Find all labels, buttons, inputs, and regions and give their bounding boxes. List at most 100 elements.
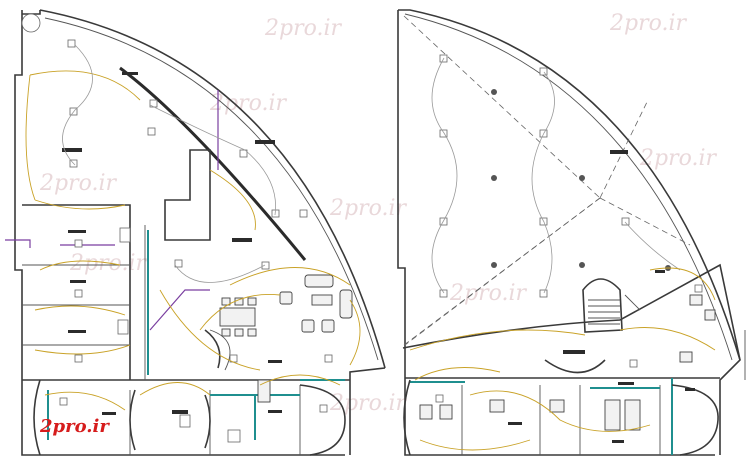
- wire: [419, 439, 531, 451]
- bay-window-left: [33, 379, 41, 456]
- light-fixture: [324, 354, 333, 363]
- light-fixture: [439, 129, 448, 138]
- light-fixture: [239, 149, 248, 158]
- wc-fixture: [439, 404, 453, 420]
- light-fixtures-left: [59, 39, 333, 413]
- ceiling-light: [491, 175, 497, 181]
- interior-wall-a: [22, 204, 131, 380]
- ceiling-light: [491, 262, 497, 268]
- wire: [159, 289, 261, 371]
- watermark-text: 2pro.ir: [329, 196, 407, 221]
- light-fixture: [439, 289, 448, 298]
- room-tag: [508, 422, 522, 425]
- room-tag: [62, 148, 82, 152]
- bed: [257, 379, 271, 403]
- left-top-wall: [22, 10, 41, 15]
- chair: [247, 297, 257, 306]
- wire: [619, 327, 716, 351]
- coffee-table: [311, 294, 333, 306]
- wire: [531, 71, 555, 294]
- room-tag: [70, 280, 86, 283]
- sofa: [304, 274, 334, 288]
- ceiling-dash: [599, 99, 649, 199]
- dining-table: [219, 307, 256, 327]
- room-tag: [68, 230, 86, 233]
- light-fixture: [629, 359, 638, 368]
- watermark-text: 2pro.ir: [69, 251, 147, 276]
- wc-fixture: [179, 414, 191, 428]
- watermark-text: 2pro.ir: [264, 16, 342, 41]
- conference-table: [604, 399, 621, 431]
- wire: [34, 305, 126, 316]
- left-curved-wall: [39, 9, 386, 369]
- corner-column: [21, 13, 41, 33]
- wire: [39, 260, 121, 271]
- sink-fixture: [227, 429, 241, 443]
- watermark-text: 2pro.ir: [209, 91, 287, 116]
- light-fixture: [299, 209, 308, 218]
- room-tag: [255, 140, 275, 144]
- light-fixture: [74, 289, 83, 298]
- light-fixture: [147, 127, 156, 136]
- light-fixture: [435, 394, 444, 403]
- room-tag: [685, 388, 695, 391]
- wire: [149, 104, 277, 216]
- armchair: [301, 319, 315, 333]
- right-outer-wall: [397, 10, 715, 456]
- wire: [62, 44, 93, 166]
- room-tag: [232, 238, 252, 242]
- right-floor-plan: [397, 9, 741, 456]
- purple-line-a: [149, 289, 210, 331]
- curved-wall: [544, 359, 606, 374]
- room-tag: [618, 382, 634, 385]
- wire: [174, 264, 266, 283]
- left-floor-plan: 2pro.ir: [5, 9, 386, 456]
- wiring-right: [409, 57, 716, 451]
- chair: [704, 309, 716, 321]
- wire: [139, 382, 211, 396]
- light-fixture: [261, 261, 270, 270]
- room-tag: [612, 440, 624, 443]
- left-outer-wall: [14, 10, 345, 456]
- light-fixture: [539, 289, 548, 298]
- wire: [34, 344, 131, 355]
- watermark-layer: 2pro.ir 2pro.ir 2pro.ir 2pro.ir 2pro.ir …: [39, 11, 717, 416]
- room-tag: [68, 330, 86, 333]
- light-fixture: [174, 259, 183, 268]
- desk: [549, 399, 565, 413]
- watermark-text: 2pro.ir: [39, 171, 117, 196]
- armchair: [279, 291, 293, 305]
- stair-landing: [582, 278, 623, 333]
- chair: [234, 328, 244, 337]
- light-fixture: [67, 39, 76, 48]
- watermark-text: 2pro.ir: [639, 146, 717, 171]
- wc-fixture: [679, 351, 693, 363]
- wiring-left: [25, 44, 361, 411]
- wc-fixture: [119, 227, 131, 243]
- light-fixture: [621, 217, 630, 226]
- room-tag: [655, 270, 665, 273]
- wc-fixture: [419, 404, 433, 420]
- wire: [349, 299, 361, 366]
- stair-steps: [588, 294, 641, 325]
- chair: [247, 328, 257, 337]
- light-fixture: [694, 284, 703, 293]
- ceiling-dash: [403, 197, 601, 346]
- bay-window-right: [299, 384, 346, 456]
- conference-table: [624, 399, 641, 431]
- chair: [221, 297, 231, 306]
- armchair: [321, 319, 335, 333]
- wire: [409, 329, 586, 351]
- wire: [229, 267, 351, 286]
- light-fixture: [74, 239, 83, 248]
- desk: [489, 399, 505, 413]
- wire: [34, 199, 126, 210]
- wire: [29, 70, 141, 101]
- wire: [209, 169, 256, 231]
- ceiling-dash: [403, 15, 601, 199]
- right-curved-wall: [398, 9, 741, 361]
- purple-line-b: [5, 239, 31, 248]
- light-fixture: [74, 354, 83, 363]
